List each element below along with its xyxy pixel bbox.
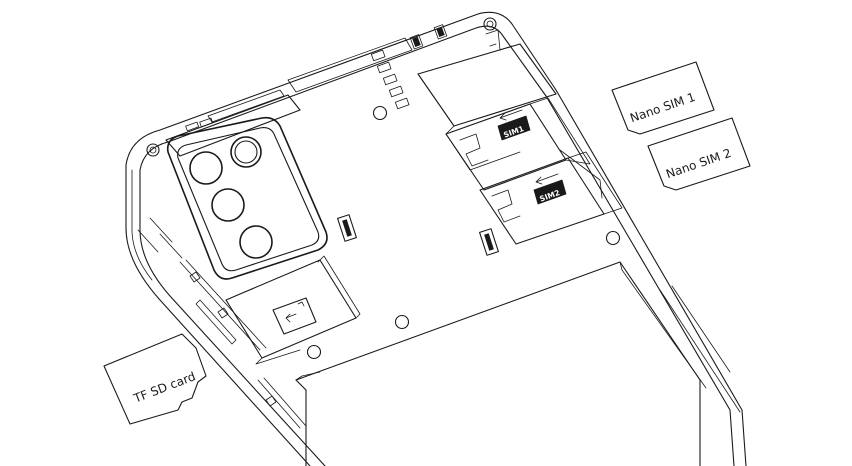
sd-card-slot xyxy=(225,255,361,365)
sim2-slot-mark: SIM2 xyxy=(533,173,567,205)
side-connector xyxy=(337,214,499,256)
tf-sd-card[interactable]: TF SD card xyxy=(103,333,207,425)
camera-module xyxy=(166,116,328,280)
top-plate xyxy=(165,24,513,157)
nano-sim-2-label: Nano SIM 2 xyxy=(664,146,733,181)
sim-tray-area: SIM1 SIM2 xyxy=(417,43,623,245)
arrow-left-icon xyxy=(499,109,523,121)
nano-sim-2-card[interactable]: Nano SIM 2 xyxy=(647,117,751,191)
sim1-slot-mark: SIM1 xyxy=(497,109,531,141)
nano-sim-1-label: Nano SIM 1 xyxy=(628,90,697,125)
nano-sim-1-card[interactable]: Nano SIM 1 xyxy=(611,61,715,135)
battery-compartment xyxy=(295,261,707,466)
arrow-left-icon xyxy=(535,173,559,185)
phone-frame xyxy=(125,11,747,466)
screw-holes xyxy=(146,17,621,360)
microsd-icon xyxy=(272,297,317,335)
tf-sd-card-label: TF SD card xyxy=(131,369,198,406)
